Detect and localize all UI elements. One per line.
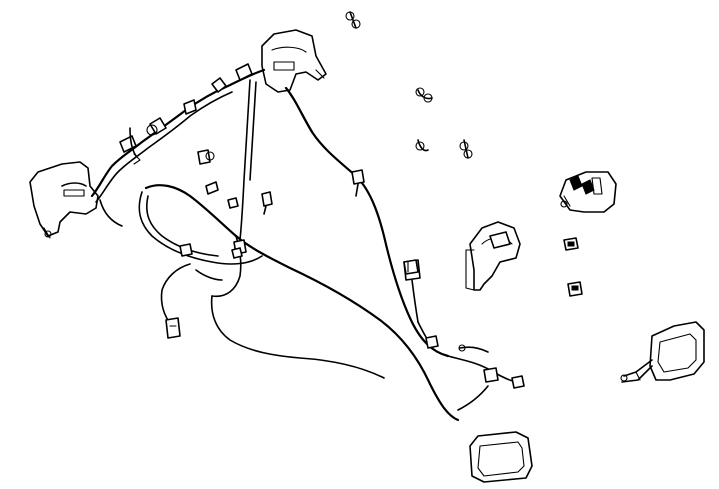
loop-harness	[138, 184, 460, 422]
work-lamp-right	[620, 321, 705, 383]
switch-housing	[559, 171, 617, 213]
right-harness	[284, 86, 525, 411]
plug-connector	[403, 259, 419, 275]
mounting-bracket	[465, 221, 521, 291]
main-harness	[90, 63, 266, 227]
left-bracket	[29, 161, 99, 239]
work-lamp-bottom	[469, 431, 533, 483]
vertical-cable	[239, 79, 273, 241]
center-bracket	[261, 29, 327, 93]
small-clips	[197, 11, 583, 297]
